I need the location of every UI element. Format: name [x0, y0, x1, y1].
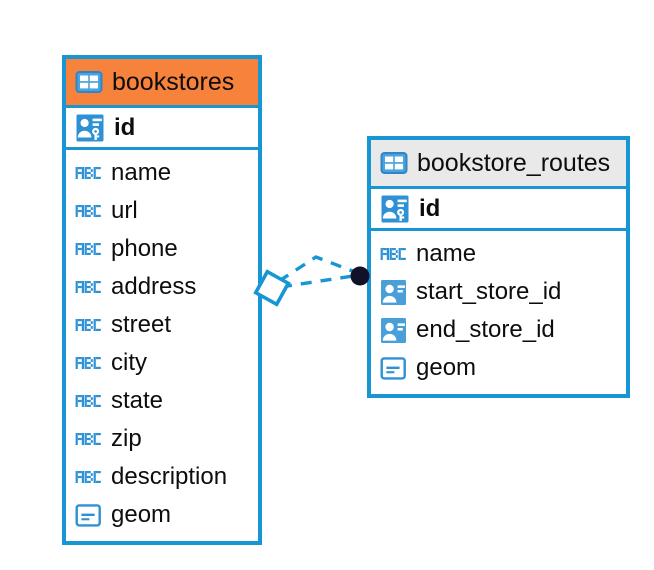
text-type-icon [75, 466, 102, 488]
field-label: name [111, 159, 172, 186]
text-type-icon [75, 276, 102, 298]
field-label: phone [111, 235, 178, 262]
entity-title: bookstore_routes [417, 148, 611, 177]
field-row[interactable]: city [66, 344, 258, 382]
field-row[interactable]: address [66, 268, 258, 306]
field-label: city [111, 349, 147, 376]
field-label: description [111, 463, 228, 490]
field-label-primary-key: id [419, 194, 441, 222]
field-row[interactable]: end_store_id [371, 311, 626, 349]
text-type-icon [75, 428, 102, 450]
relationship-line-direct [280, 274, 354, 289]
field-row[interactable]: street [66, 306, 258, 344]
foreign-key-icon [380, 279, 407, 306]
text-type-icon [75, 238, 102, 260]
field-row-primary-key[interactable]: id [66, 105, 258, 150]
field-label-primary-key: id [114, 113, 136, 141]
geometry-type-icon [380, 356, 407, 381]
text-type-icon [380, 243, 407, 265]
field-row[interactable]: url [66, 192, 258, 230]
field-label: end_store_id [416, 316, 555, 343]
text-type-icon [75, 390, 102, 412]
field-label: geom [111, 501, 172, 528]
field-row[interactable]: phone [66, 230, 258, 268]
field-row[interactable]: name [371, 235, 626, 273]
field-row[interactable]: geom [371, 349, 626, 387]
field-row-primary-key[interactable]: id [371, 186, 626, 231]
field-label: zip [111, 425, 142, 452]
text-type-icon [75, 352, 102, 374]
primary-key-icon [380, 194, 410, 224]
field-label: start_store_id [416, 278, 562, 305]
field-row[interactable]: description [66, 458, 258, 496]
field-row[interactable]: state [66, 382, 258, 420]
field-row[interactable]: start_store_id [371, 273, 626, 311]
field-label: url [111, 197, 138, 224]
field-label: street [111, 311, 172, 338]
field-list: name url phone address street city state zip des… [66, 150, 258, 540]
relationship-line-arc [278, 255, 356, 283]
field-label: name [416, 240, 477, 267]
field-label: state [111, 387, 164, 414]
entity-header-bookstore-routes[interactable]: bookstore_routes [371, 140, 626, 186]
text-type-icon [75, 162, 102, 184]
primary-key-icon [75, 113, 105, 143]
geometry-type-icon [75, 503, 102, 528]
entity-header-bookstores[interactable]: bookstores [66, 59, 258, 105]
text-type-icon [75, 200, 102, 222]
field-row[interactable]: geom [66, 496, 258, 534]
table-icon [380, 149, 408, 177]
field-label: address [111, 273, 197, 300]
table-icon [75, 68, 103, 96]
field-label: geom [416, 354, 477, 381]
entity-title: bookstores [112, 67, 235, 96]
foreign-key-icon [380, 317, 407, 344]
text-type-icon [75, 314, 102, 336]
field-row[interactable]: zip [66, 420, 258, 458]
field-row[interactable]: name [66, 154, 258, 192]
